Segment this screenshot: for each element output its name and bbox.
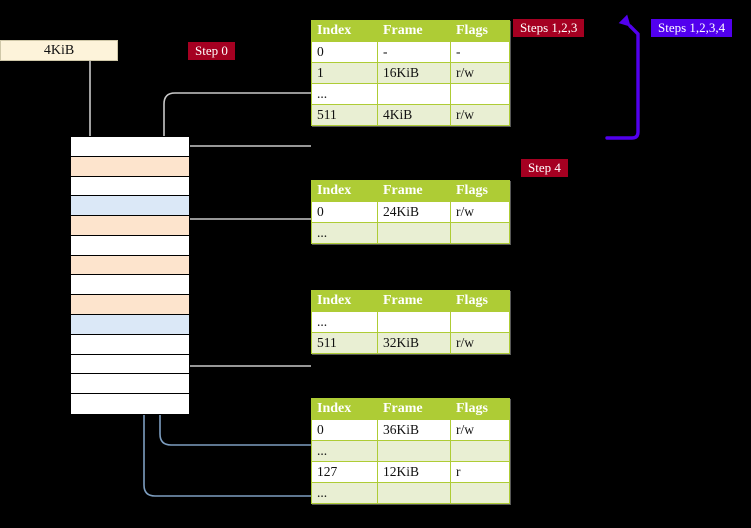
cell-index: ... [311, 83, 378, 105]
column-header-frame: Frame [377, 180, 451, 202]
column-header-flags: Flags [450, 20, 510, 42]
cell-flags: r/w [450, 62, 510, 84]
cell-index: 511 [311, 104, 378, 126]
wire-table2-row511-to-memory [178, 309, 311, 367]
table-header-row: Index Frame Flags [311, 20, 510, 42]
physical-memory-column [70, 136, 190, 415]
column-header-frame: Frame [377, 20, 451, 42]
cell-flags [450, 482, 510, 504]
cell-frame [377, 222, 451, 244]
memory-row-9 [71, 315, 189, 335]
cell-index: 127 [311, 461, 378, 483]
cell-frame [377, 83, 451, 105]
cell-index: 0 [311, 419, 378, 441]
table-row: ... [311, 83, 510, 105]
memory-row-1 [71, 156, 189, 177]
memory-row-8 [71, 295, 189, 316]
column-header-flags: Flags [450, 180, 510, 202]
cell-frame: 32KiB [377, 332, 451, 354]
cell-frame: 12KiB [377, 461, 451, 483]
column-header-index: Index [311, 180, 378, 202]
memory-row-3 [71, 196, 189, 217]
column-header-frame: Frame [377, 290, 451, 312]
memory-size-box: 4KiB [0, 40, 118, 61]
memory-row-13 [71, 394, 189, 414]
column-header-index: Index [311, 398, 378, 420]
table-row: ... [311, 482, 510, 504]
cell-index: ... [311, 311, 378, 333]
badge-steps-1-2-3: Steps 1,2,3 [513, 19, 585, 37]
column-header-frame: Frame [377, 398, 451, 420]
cell-flags: r [450, 461, 510, 483]
memory-row-11 [71, 354, 189, 375]
cell-frame [377, 311, 451, 333]
cell-frame: 16KiB [377, 62, 451, 84]
table-row: ... [311, 440, 510, 462]
table-header-row: Index Frame Flags [311, 398, 510, 420]
column-header-flags: Flags [450, 290, 510, 312]
memory-row-7 [71, 275, 189, 296]
cell-flags [450, 440, 510, 462]
wire-table0-row511-to-memory [170, 144, 311, 154]
cell-index: 511 [311, 332, 378, 354]
cell-flags [450, 83, 510, 105]
cell-flags: r/w [450, 419, 510, 441]
cell-index: 0 [311, 41, 378, 63]
column-header-index: Index [311, 290, 378, 312]
cell-frame [377, 440, 451, 462]
memory-row-2 [71, 176, 189, 197]
memory-row-5 [71, 235, 189, 256]
memory-row-0 [71, 137, 189, 157]
table-row: 0-- [311, 41, 510, 63]
cell-index: ... [311, 482, 378, 504]
badge-steps-1-2-3-4: Steps 1,2,3,4 [651, 19, 733, 37]
memory-row-4 [71, 216, 189, 236]
memory-row-10 [71, 334, 189, 355]
cell-index: ... [311, 222, 378, 244]
cell-flags: - [450, 41, 510, 63]
badge-step-4: Step 4 [521, 159, 568, 177]
cell-flags [450, 311, 510, 333]
table-header-row: Index Frame Flags [311, 180, 510, 202]
cell-frame: 24KiB [377, 201, 451, 223]
wire-steps-bracket [605, 14, 640, 140]
cell-frame [377, 482, 451, 504]
column-header-index: Index [311, 20, 378, 42]
wire-table1-row0-to-memory [178, 218, 311, 258]
cell-frame: - [377, 41, 451, 63]
cell-flags: r/w [450, 201, 510, 223]
column-header-flags: Flags [450, 398, 510, 420]
memory-size-label: 4KiB [43, 42, 75, 58]
cell-frame: 4KiB [377, 104, 451, 126]
table-row: ... [311, 311, 510, 333]
cell-flags: r/w [450, 104, 510, 126]
cell-index: 1 [311, 62, 378, 84]
memory-row-12 [71, 374, 189, 395]
badge-step-0: Step 0 [188, 42, 235, 60]
table-row: ... [311, 222, 510, 244]
cell-index: 0 [311, 201, 378, 223]
memory-row-6 [71, 255, 189, 276]
table-header-row: Index Frame Flags [311, 290, 510, 312]
cell-flags [450, 222, 510, 244]
cell-flags: r/w [450, 332, 510, 354]
cell-frame: 36KiB [377, 419, 451, 441]
cell-index: ... [311, 440, 378, 462]
